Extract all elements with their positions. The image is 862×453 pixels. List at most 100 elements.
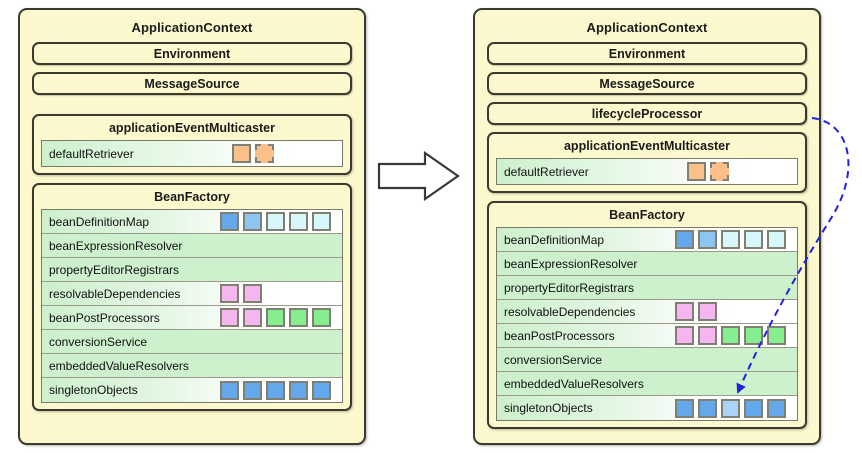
row-label: beanExpressionResolver — [49, 238, 183, 253]
row-conversionService: conversionService — [42, 330, 342, 354]
bean-factory-group-before: BeanFactory beanDefinitionMap beanExpress… — [32, 183, 352, 411]
chip-3 — [289, 380, 308, 400]
chip-0 — [232, 144, 251, 163]
chip-2 — [721, 326, 740, 345]
row-label: defaultRetriever — [49, 146, 134, 161]
chip-0 — [687, 162, 706, 181]
chip-0 — [675, 326, 694, 345]
row-singletonObjects: singletonObjects — [497, 396, 797, 420]
chip-2 — [266, 380, 285, 400]
multicaster-rows: defaultRetriever — [496, 158, 798, 185]
chip-2 — [266, 308, 285, 327]
group-title: applicationEventMulticaster — [563, 139, 730, 153]
chip-1 — [243, 308, 262, 327]
multicaster-rows: defaultRetriever — [41, 140, 343, 167]
row-label: embeddedValueResolvers — [504, 376, 644, 391]
application-context-panel-before: ApplicationContext Environment MessageSo… — [18, 8, 366, 445]
row-chips — [675, 228, 786, 251]
chip-2 — [721, 398, 740, 418]
chip-2 — [721, 230, 740, 249]
chip-4 — [312, 308, 331, 327]
row-propertyEditorRegistrars: propertyEditorRegistrars — [42, 258, 342, 282]
row-label: propertyEditorRegistrars — [504, 280, 635, 295]
bean-factory-rows: beanDefinitionMap beanExpressionResolver p… — [41, 209, 343, 403]
chip-1 — [698, 398, 717, 418]
row-chips — [220, 378, 331, 402]
row-beanDefinitionMap: beanDefinitionMap — [497, 228, 797, 252]
chip-4 — [767, 326, 786, 345]
bar-lifecycle-processor: lifecycleProcessor — [487, 102, 807, 125]
chip-0 — [675, 230, 694, 249]
row-chips — [220, 210, 331, 233]
transition-right-arrow-icon — [377, 150, 460, 202]
chip-1 — [243, 284, 262, 303]
chip-1 — [698, 326, 717, 345]
chip-0 — [220, 284, 239, 303]
chip-3 — [289, 212, 308, 231]
row-label: propertyEditorRegistrars — [49, 262, 180, 277]
chip-3 — [744, 398, 763, 418]
row-label: resolvableDependencies — [504, 304, 636, 319]
chip-2 — [266, 212, 285, 231]
row-label: resolvableDependencies — [49, 286, 181, 301]
chip-1 — [698, 302, 717, 321]
row-beanPostProcessors: beanPostProcessors — [42, 306, 342, 330]
row-label: defaultRetriever — [504, 164, 589, 179]
row-chips — [232, 141, 274, 166]
row-chips — [675, 324, 786, 347]
chip-0 — [220, 308, 239, 327]
application-context-panel-after: ApplicationContext Environment MessageSo… — [473, 8, 821, 445]
chip-0 — [220, 380, 239, 400]
row-conversionService: conversionService — [497, 348, 797, 372]
row-label: conversionService — [49, 334, 148, 349]
chip-4 — [312, 212, 331, 231]
chip-3 — [744, 326, 763, 345]
row-beanDefinitionMap: beanDefinitionMap — [42, 210, 342, 234]
bar-environment: Environment — [487, 42, 807, 65]
chip-4 — [767, 230, 786, 249]
row-label: beanPostProcessors — [504, 328, 615, 343]
chip-0 — [675, 302, 694, 321]
chip-1 — [243, 212, 262, 231]
bar-environment: Environment — [32, 42, 352, 65]
application-event-multicaster-group-after: applicationEventMulticaster defaultRetri… — [487, 132, 807, 193]
bar-message-source: MessageSource — [487, 72, 807, 95]
row-beanExpressionResolver: beanExpressionResolver — [497, 252, 797, 276]
row-chips — [675, 396, 786, 420]
row-beanExpressionResolver: beanExpressionResolver — [42, 234, 342, 258]
row-label: conversionService — [504, 352, 603, 367]
panel-title: ApplicationContext — [586, 20, 708, 35]
row-label: singletonObjects — [504, 401, 593, 415]
row-chips — [687, 159, 729, 184]
group-title: applicationEventMulticaster — [108, 121, 275, 135]
chip-4 — [767, 398, 786, 418]
row-embeddedValueResolvers: embeddedValueResolvers — [42, 354, 342, 378]
chip-3 — [744, 230, 763, 249]
row-chips — [220, 306, 331, 329]
row-default-retriever: defaultRetriever — [497, 159, 797, 184]
row-label: beanExpressionResolver — [504, 256, 638, 271]
spacer — [20, 175, 364, 183]
row-beanPostProcessors: beanPostProcessors — [497, 324, 797, 348]
row-label: embeddedValueResolvers — [49, 358, 189, 373]
application-event-multicaster-group-before: applicationEventMulticaster defaultRetri… — [32, 114, 352, 175]
chip-0 — [220, 212, 239, 231]
spacer — [20, 102, 364, 114]
chip-1 — [710, 162, 729, 181]
row-label: beanDefinitionMap — [49, 214, 150, 229]
row-resolvableDependencies: resolvableDependencies — [42, 282, 342, 306]
group-title: BeanFactory — [154, 190, 230, 204]
chip-4 — [312, 380, 331, 400]
row-label: beanPostProcessors — [49, 310, 160, 325]
panel-title: ApplicationContext — [131, 20, 253, 35]
chip-1 — [255, 144, 274, 163]
row-default-retriever: defaultRetriever — [42, 141, 342, 166]
bean-factory-rows: beanDefinitionMap beanExpressionResolver p… — [496, 227, 798, 421]
row-resolvableDependencies: resolvableDependencies — [497, 300, 797, 324]
row-chips — [675, 300, 717, 323]
bar-message-source: MessageSource — [32, 72, 352, 95]
row-propertyEditorRegistrars: propertyEditorRegistrars — [497, 276, 797, 300]
row-label: beanDefinitionMap — [504, 232, 605, 247]
spacer — [475, 193, 819, 201]
